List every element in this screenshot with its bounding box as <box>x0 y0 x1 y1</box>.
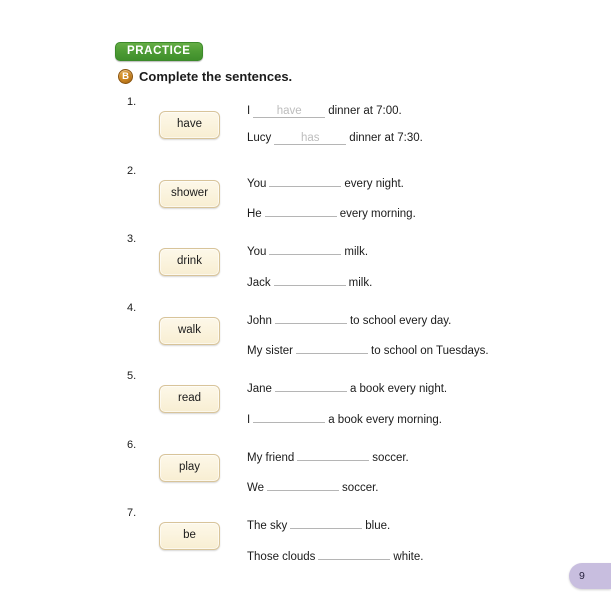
sentence-suffix: blue. <box>365 520 391 532</box>
exercise-item-number: 1. <box>127 96 137 108</box>
answer-blank[interactable] <box>264 204 337 217</box>
practice-banner: PRACTICE <box>115 42 203 61</box>
sentence-prefix: John <box>247 314 272 327</box>
sentence-suffix: milk. <box>344 246 369 258</box>
exercise-item-number: 2. <box>127 164 137 177</box>
instruction-row: B Complete the sentences. <box>118 69 292 84</box>
answer-blank[interactable]: have <box>253 105 326 118</box>
sentence-line: Jack milk. <box>247 273 597 290</box>
word-box: read <box>159 385 220 413</box>
word-box: drink <box>159 248 220 276</box>
practice-banner-label: PRACTICE <box>127 44 191 57</box>
exercise-item: 4. walk John to school every day. My sister t… <box>0 301 611 365</box>
sentence-suffix: to school every day. <box>349 314 452 327</box>
sentence-suffix: soccer. <box>372 451 409 464</box>
sentence-group: John to school every day. My sister to scho… <box>247 311 597 358</box>
sentence-prefix: Lucy <box>247 132 272 144</box>
word-box-label: drink <box>177 255 202 268</box>
sentence-line: My sister to school on Tuesdays. <box>247 341 597 358</box>
sentence-suffix: a book every night. <box>349 383 448 395</box>
exercise-item: 2. shower You every night. He every morning. <box>0 164 611 228</box>
sentence-suffix: dinner at 7:30. <box>349 132 423 144</box>
exercise-item: 3. drink You milk. Jack milk. <box>0 234 611 296</box>
sentence-line: You every night. <box>247 174 597 191</box>
sentence-prefix: You <box>247 177 267 190</box>
answer-blank[interactable] <box>267 478 340 491</box>
sentence-prefix: Jane <box>247 383 272 395</box>
sentence-prefix: The sky <box>247 520 288 532</box>
word-box: walk <box>159 316 220 345</box>
sentence-line: You milk. <box>247 242 597 259</box>
sentence-group: The sky blue. Those clouds white. <box>247 516 597 563</box>
sentence-prefix: You <box>247 246 267 258</box>
exercise-item-number: 4. <box>127 301 137 314</box>
exercise-item-number: 7. <box>127 507 137 519</box>
sentence-prefix: I <box>247 105 251 117</box>
word-box: shower <box>159 179 220 208</box>
answer-blank[interactable] <box>297 448 370 461</box>
sentence-suffix: every night. <box>344 177 404 190</box>
sentence-prefix: I <box>247 413 251 426</box>
instruction-text: Complete the sentences. <box>139 69 293 84</box>
sentence-suffix: soccer. <box>342 482 379 494</box>
sentence-suffix: every morning. <box>339 208 416 220</box>
word-box: be <box>159 522 220 550</box>
sentence-suffix: dinner at 7:00. <box>328 105 402 117</box>
exercise-item-number: 6. <box>127 438 137 451</box>
word-box: play <box>159 453 220 482</box>
answer-blank[interactable] <box>318 547 391 560</box>
sentence-prefix: We <box>247 482 265 494</box>
sentence-line: We soccer. <box>247 478 597 495</box>
exercise-item-number: 3. <box>127 233 137 245</box>
answer-blank[interactable] <box>274 311 347 324</box>
sentence-line: The sky blue. <box>247 516 597 533</box>
exercise-letter-badge: B <box>118 69 133 84</box>
sentence-prefix: Those clouds <box>247 550 316 563</box>
sentence-line: He every morning. <box>247 204 597 221</box>
sentence-prefix: My sister <box>247 345 293 357</box>
answer-blank[interactable] <box>273 273 346 286</box>
answer-blank[interactable] <box>253 410 326 423</box>
exercise-letter-badge-label: B <box>122 70 129 82</box>
word-box-label: be <box>183 529 196 542</box>
sentence-group: You milk. Jack milk. <box>247 242 597 289</box>
sentence-suffix: to school on Tuesdays. <box>371 345 489 357</box>
word-box-label: shower <box>170 186 209 199</box>
answer-blank[interactable] <box>290 516 363 529</box>
sentence-line: Jane a book every night. <box>247 379 597 396</box>
word-box-label: read <box>177 392 202 405</box>
sentence-prefix: My friend <box>247 451 295 464</box>
answer-blank[interactable] <box>269 174 342 187</box>
word-box-label: have <box>177 118 202 131</box>
answer-blank[interactable] <box>296 341 368 354</box>
sentence-line: My friend soccer. <box>247 448 597 465</box>
exercise-item: 6. play My friend soccer. We soccer. <box>0 438 611 502</box>
page-number: 9 <box>579 569 585 582</box>
sentence-suffix: white. <box>393 550 424 563</box>
word-box-label: play <box>178 460 201 473</box>
sentence-group: You every night. He every morning. <box>247 174 597 221</box>
exercise-item: 7. be The sky blue. Those clouds white. <box>0 508 611 570</box>
sentence-prefix: He <box>247 208 262 220</box>
sentence-prefix: Jack <box>247 276 271 289</box>
answer-blank[interactable]: has <box>274 132 347 145</box>
exercise-item-number: 5. <box>127 370 137 382</box>
sentence-line: Those clouds white. <box>247 547 597 564</box>
sentence-suffix: milk. <box>348 276 373 289</box>
answer-blank[interactable] <box>274 379 347 392</box>
sentence-group: My friend soccer. We soccer. <box>247 448 597 495</box>
answer-blank[interactable] <box>269 242 342 255</box>
word-box-label: walk <box>177 323 201 336</box>
word-box: have <box>159 111 220 139</box>
sentence-line: John to school every day. <box>247 311 597 328</box>
page-number-tab: 9 <box>569 563 611 589</box>
sentence-suffix: a book every morning. <box>328 413 442 426</box>
